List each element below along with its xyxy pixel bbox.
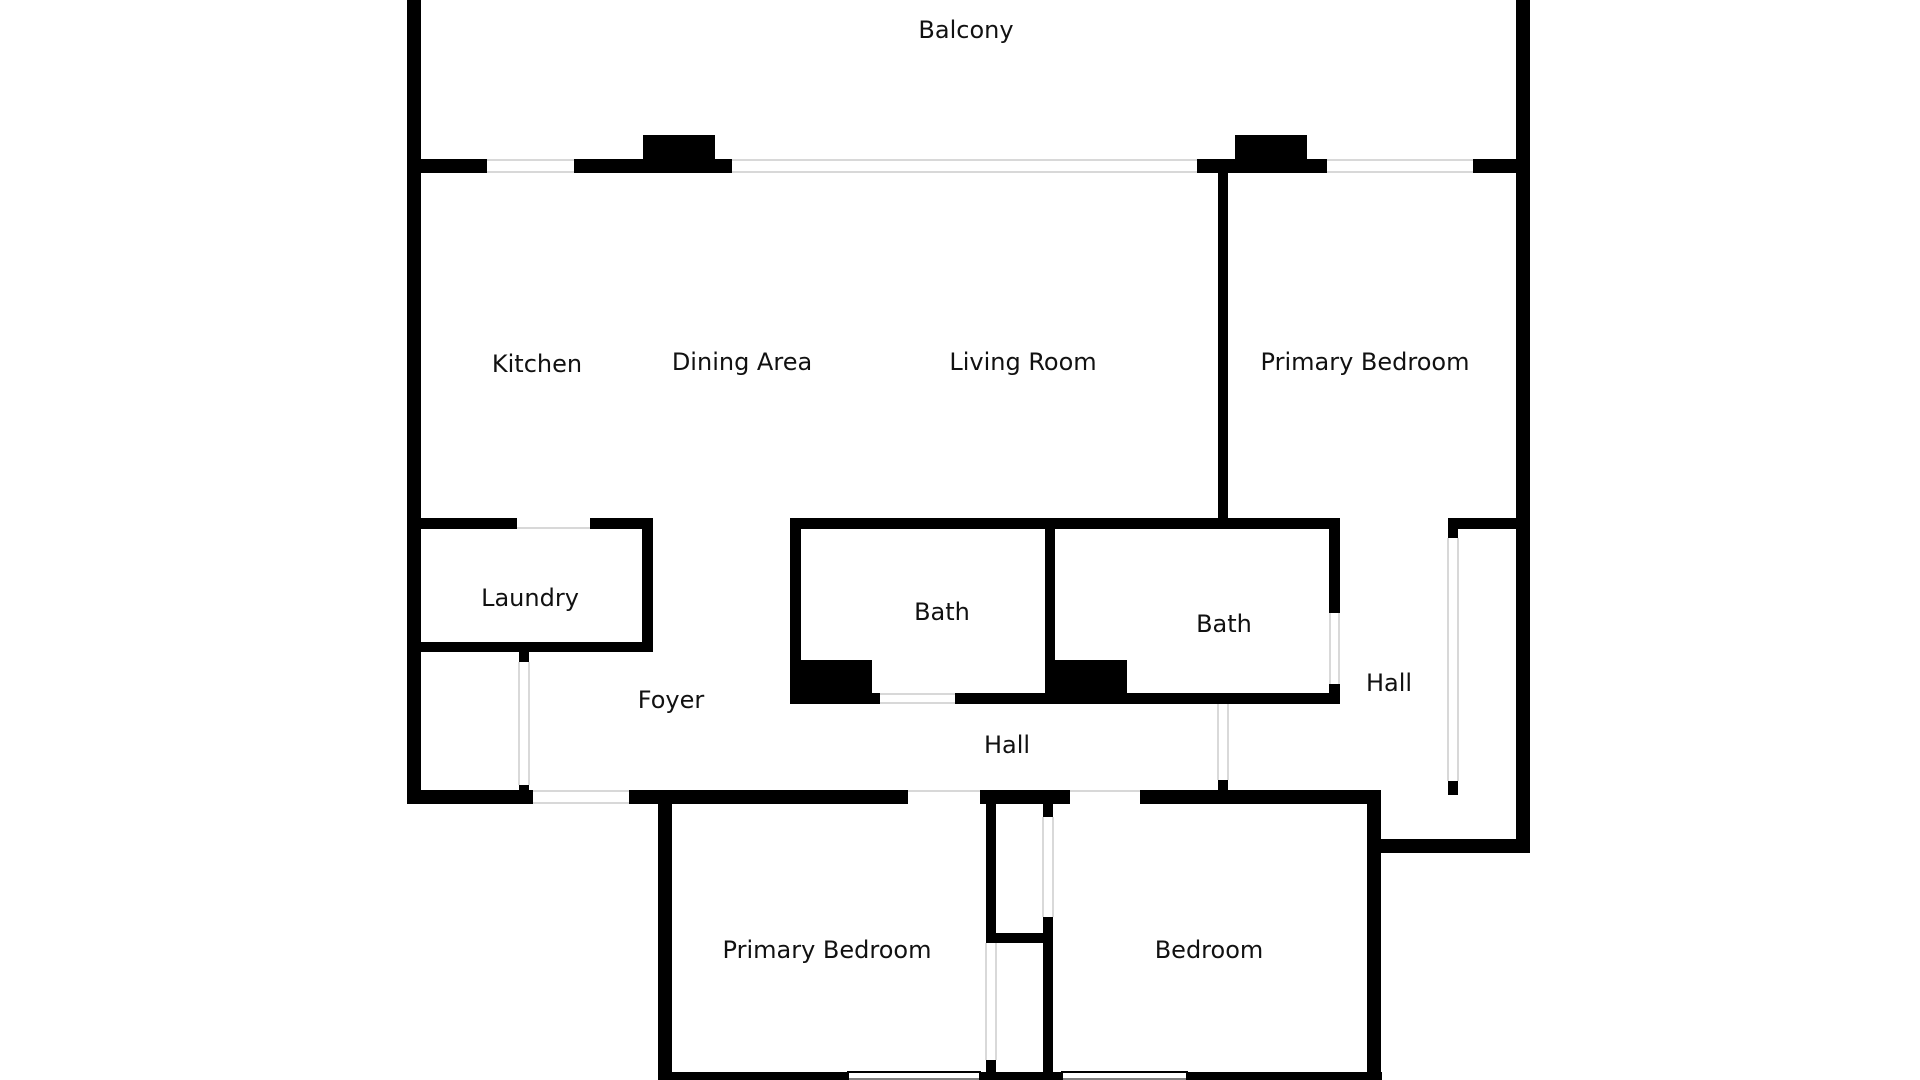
wall-laundry-top-left (407, 518, 517, 529)
wall-baths-divider (1045, 518, 1055, 704)
walls (407, 0, 1530, 1080)
wall-lower-bottom-3 (1187, 1072, 1382, 1080)
wall-closet-mid-left-top (986, 795, 996, 943)
wall-laundry-right (642, 518, 653, 652)
wall-closet-mid-right-bottom (1043, 917, 1053, 1077)
wall-balcony-column-1 (643, 135, 715, 161)
room-label-balcony: Balcony (918, 16, 1013, 44)
wall-exterior-left (407, 0, 421, 798)
wall-laundry-door-jamb (519, 648, 529, 662)
room-label-living-room: Living Room (949, 348, 1096, 376)
room-label-bath-left: Bath (914, 598, 970, 626)
openings (487, 159, 1473, 1060)
wall-closet-bottom (1377, 839, 1530, 853)
wall-upper-bottom-jamb (1218, 780, 1228, 798)
wall-hall-right-top (1448, 518, 1530, 529)
wall-lower-bottom-2 (980, 1072, 1062, 1080)
room-labels: Balcony Kitchen Dining Area Living Room … (481, 16, 1469, 964)
wall-baths-right-bottom (1329, 684, 1340, 704)
wall-baths-right-top (1329, 518, 1340, 613)
bath-right-fixture (1052, 660, 1127, 694)
room-label-hall-center: Hall (984, 731, 1030, 759)
room-label-dining-area: Dining Area (672, 348, 812, 376)
wall-baths-left (790, 518, 801, 704)
wall-hall-right-jamb-low (1448, 781, 1458, 795)
wall-exterior-right (1516, 0, 1530, 853)
wall-living-bedroom (1218, 170, 1228, 520)
wall-lower-bottom-1 (658, 1072, 848, 1080)
room-label-bath-right: Bath (1196, 610, 1252, 638)
wall-hall-right-jamb (1448, 518, 1458, 538)
room-label-hall-right: Hall (1366, 669, 1412, 697)
wall-upper-bottom-1 (407, 790, 533, 804)
wall-upper-bottom-4 (1140, 790, 1377, 804)
wall-closet-mid-right-top (1043, 795, 1053, 817)
wall-lower-left (658, 790, 672, 1080)
lower-windows (847, 1071, 1188, 1080)
wall-balcony-seg-2 (574, 159, 732, 173)
room-label-bedroom: Bedroom (1155, 936, 1264, 964)
wall-balcony-seg-1 (407, 159, 487, 173)
room-label-primary-bedroom-lower: Primary Bedroom (723, 936, 932, 964)
wall-baths-bottom-2 (955, 693, 1339, 704)
wall-closet-mid-left-jamb (986, 1060, 996, 1080)
room-label-kitchen: Kitchen (492, 350, 582, 378)
bath-left-fixture (797, 660, 872, 694)
wall-baths-bottom-1 (790, 693, 880, 704)
wall-closet-mid-shelf (996, 933, 1048, 943)
room-label-foyer: Foyer (638, 686, 705, 714)
wall-baths-top (790, 518, 1339, 529)
room-label-primary-bedroom-upper: Primary Bedroom (1261, 348, 1470, 376)
wall-laundry-top-right (590, 518, 652, 529)
wall-balcony-column-2 (1235, 135, 1307, 161)
wall-balcony-seg-4 (1473, 159, 1530, 173)
wall-laundry-bottom (407, 642, 653, 652)
wall-balcony-seg-3 (1197, 159, 1327, 173)
wall-lower-right (1367, 790, 1381, 1080)
room-label-laundry: Laundry (481, 584, 579, 612)
wall-upper-bottom-2 (629, 790, 908, 804)
